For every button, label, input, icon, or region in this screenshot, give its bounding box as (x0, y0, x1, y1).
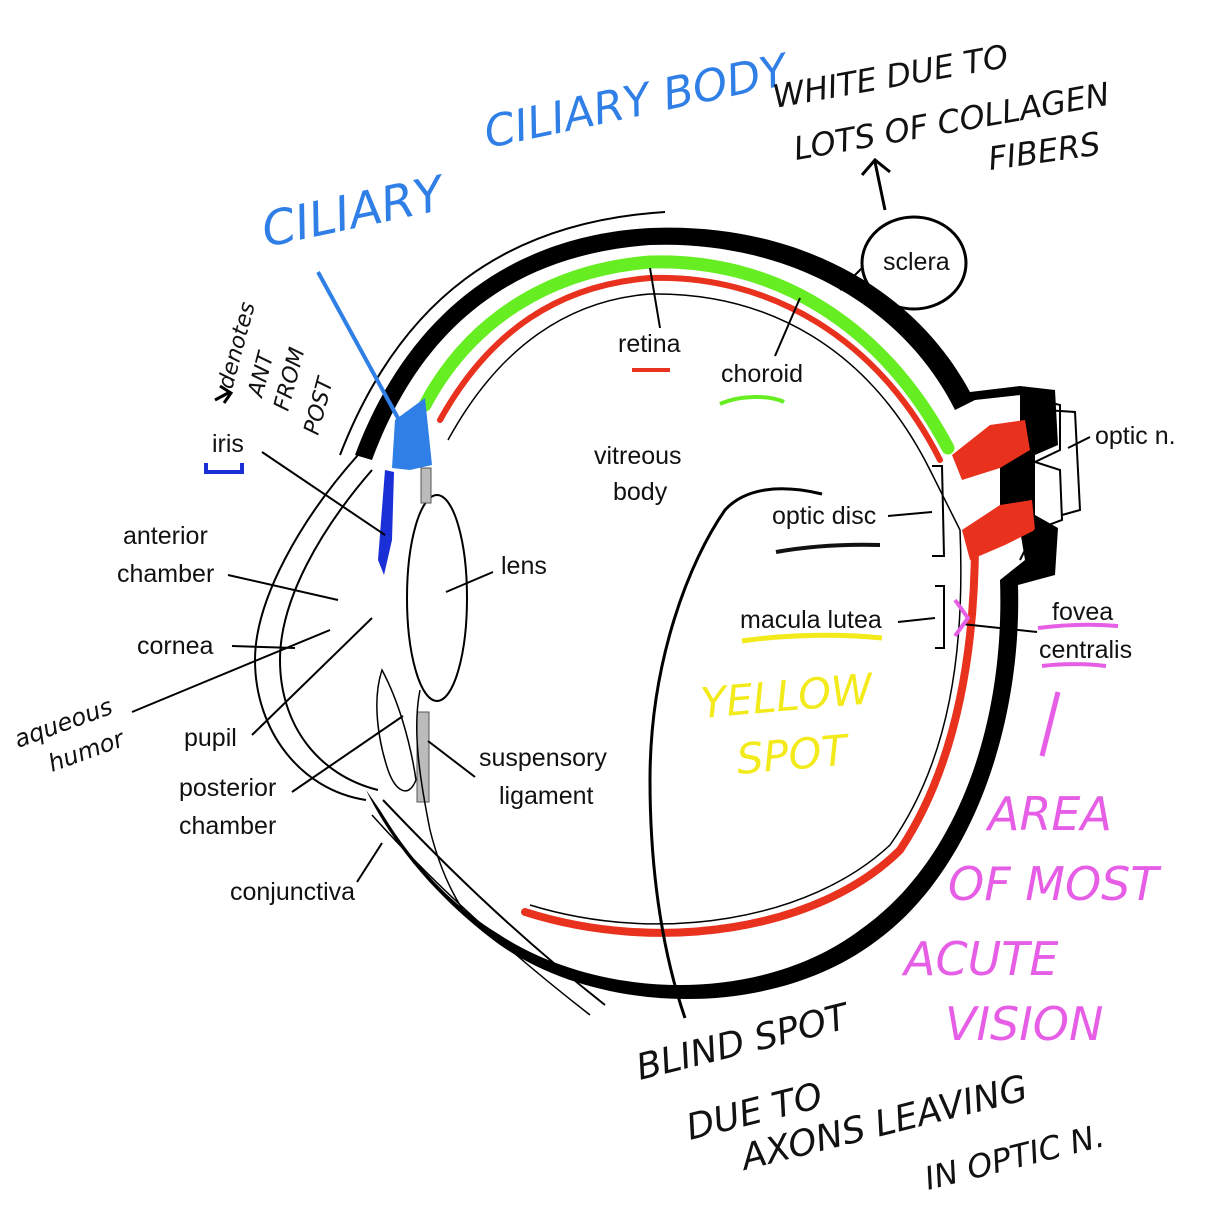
label-sclera: sclera (883, 248, 950, 276)
annotation-ciliary-top: CILIARY BODY (480, 44, 795, 159)
posterior-leader (291, 715, 404, 793)
annotation-area-1: AREA (985, 787, 1112, 841)
annotation-ciliary-main: CILIARY (257, 165, 452, 259)
label-vitreous-1: vitreous (594, 442, 682, 470)
label-posterior-2: chamber (179, 812, 276, 840)
ciliary-body (392, 398, 432, 470)
label-optic-n: optic n. (1095, 422, 1176, 450)
label-conjunctiva: conjunctiva (230, 878, 355, 906)
cornea (253, 454, 606, 1016)
label-macula-lutea: macula lutea (740, 606, 882, 634)
handwritten-annotations: CILIARY BODY CILIARY WHITE DUE TO LOTS O… (10, 37, 1162, 1198)
optic-nerve (1019, 394, 1082, 561)
label-pupil: pupil (184, 724, 237, 752)
iris-legend-mark (204, 463, 244, 474)
optic-disc-bracket (932, 465, 946, 557)
label-fovea-2: centralis (1039, 636, 1132, 664)
label-posterior-1: posterior (179, 774, 276, 802)
pupil-leader (251, 617, 373, 736)
fovea-leader (961, 623, 1038, 633)
label-suspensory-1: suspensory (479, 744, 607, 772)
blind-spot-line (648, 487, 823, 1019)
macula-leader (897, 617, 936, 623)
annotation-area-3: ACUTE (901, 932, 1058, 986)
label-anterior-1: anterior (123, 522, 208, 550)
cornea-leader (231, 645, 296, 649)
optic-nerve-bracket (1044, 409, 1082, 516)
cornea-outer (253, 454, 367, 801)
annotation-denotes-4: POST (300, 374, 340, 438)
iris-shape (378, 470, 394, 575)
aqueous-leader (131, 629, 331, 713)
conjunctiva-leader (356, 842, 383, 883)
fovea-top-underline (1037, 622, 1119, 630)
retina-leader (649, 267, 661, 329)
suspensory-leader (427, 740, 476, 778)
label-iris: iris (212, 430, 244, 458)
label-choroid: choroid (721, 360, 803, 388)
retina-band-side (521, 536, 979, 937)
label-anterior-2: chamber (117, 560, 214, 588)
label-fovea-1: fovea (1052, 598, 1113, 626)
annotation-area-4: VISION (945, 997, 1103, 1051)
area-pointer (1039, 691, 1061, 757)
lens-shape (406, 494, 468, 702)
leader-lines (131, 157, 1091, 1019)
conjunctiva-line (382, 799, 606, 1006)
legend-marks (204, 368, 1119, 757)
macula-bracket (935, 585, 945, 649)
optic-nerve-outline (1019, 394, 1064, 561)
white-arrow (860, 157, 891, 211)
label-lens: lens (501, 552, 547, 580)
macula-underline (741, 632, 883, 644)
label-vitreous-2: body (613, 478, 668, 506)
annotation-area-2: OF MOST (948, 857, 1162, 911)
inner-retina-line (447, 293, 962, 925)
annotation-blind-4: IN OPTIC N. (921, 1116, 1108, 1197)
iris-leader (261, 451, 386, 536)
label-optic-disc: optic disc (772, 502, 876, 530)
label-suspensory-2: ligament (499, 782, 594, 810)
label-cornea: cornea (137, 632, 214, 660)
label-retina: retina (618, 330, 681, 358)
annotation-white-3: FIBERS (986, 125, 1103, 178)
conjunctiva-line-2 (371, 814, 591, 1016)
sclera-circle (860, 215, 968, 311)
choroid-legend-mark (719, 394, 785, 406)
sclera-leader (839, 267, 863, 291)
retina-layer (437, 274, 1035, 937)
choroid-band (418, 255, 955, 455)
fovea-mark (953, 598, 971, 638)
optic-nerve-red-lower (962, 500, 1035, 560)
cornea-inner (278, 469, 379, 791)
suspensory-upper (420, 467, 432, 504)
annotation-yellow-2: SPOT (735, 725, 853, 784)
choroid-leader (774, 297, 801, 357)
fovea-bottom-underline (1041, 662, 1107, 668)
suspensory-lower (416, 711, 430, 803)
optic-n-leader (1067, 436, 1091, 449)
optic-disc-underline (775, 542, 881, 554)
optic-nerve-red-upper (952, 420, 1030, 480)
annotation-yellow-1: YELLOW (699, 664, 876, 728)
ciliary-process-lower (416, 689, 471, 921)
lens-leader (445, 571, 494, 593)
denotes-arrow (214, 384, 234, 404)
ciliary-pointer (316, 271, 412, 441)
optic-disc-leader (887, 511, 933, 517)
outer-sclera-line (339, 211, 666, 456)
printed-labels: sclera retina choroid optic n. iris vitr… (117, 248, 1176, 906)
annotation-blind-1: BLIND SPOT (632, 996, 855, 1089)
sclera-layer (339, 211, 1058, 1000)
retina-band-top (437, 274, 943, 463)
anterior-leader (227, 574, 339, 601)
